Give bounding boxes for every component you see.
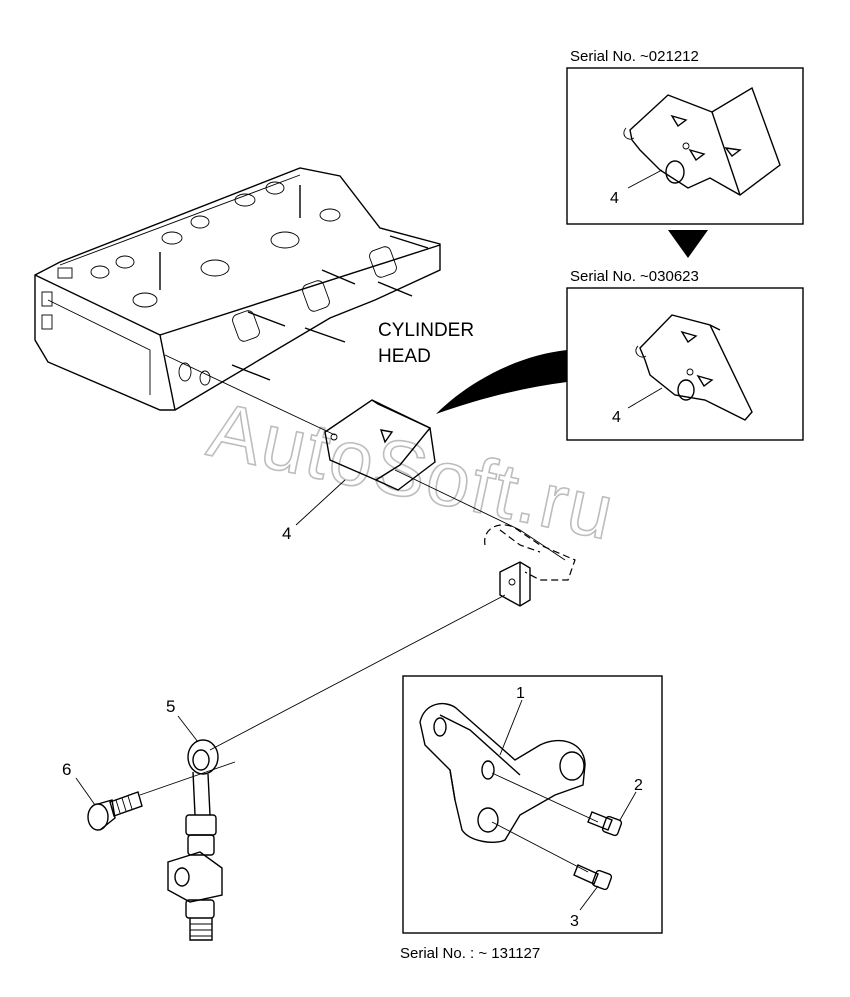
bolt-part-2 <box>491 772 623 837</box>
serial-label-bottom: Serial No. : ~ 131127 <box>400 945 540 962</box>
mounting-block <box>499 561 531 607</box>
callout-3-inset: 3 <box>570 885 599 930</box>
main-bracket-part-4 <box>324 399 436 491</box>
bolt-part-6 <box>87 761 236 831</box>
callout-4-middle-box: 4 <box>612 387 663 426</box>
inset-box-top <box>566 67 804 225</box>
svg-text:4: 4 <box>610 190 619 207</box>
svg-text:4: 4 <box>282 524 291 543</box>
serial-label-middle: Serial No. ~030623 <box>570 268 699 285</box>
assembly-line-head <box>164 354 336 436</box>
svg-text:3: 3 <box>570 913 579 930</box>
svg-text:1: 1 <box>516 685 525 702</box>
cylinder-head-drawing <box>34 167 441 411</box>
assembly-line-rod <box>209 594 506 751</box>
mounting-plate-phantom <box>484 524 576 581</box>
watermark: AutoSoft.ru <box>201 385 623 557</box>
svg-text:5: 5 <box>166 697 175 716</box>
bracket-variant-021212 <box>623 86 781 196</box>
curved-arrow-icon <box>436 350 567 414</box>
assembly-line-bracket <box>394 469 566 561</box>
rod-part-5 <box>167 739 223 941</box>
callout-6-bolt: 6 <box>62 760 96 806</box>
callout-4-main: 4 <box>282 479 346 543</box>
svg-text:2: 2 <box>634 777 643 794</box>
cylinder-head-label-line1: CYLINDER <box>378 320 474 341</box>
bolt-part-3 <box>491 821 613 891</box>
callout-2-inset: 2 <box>619 777 643 821</box>
svg-text:4: 4 <box>612 409 621 426</box>
bracket-variant-030623 <box>635 314 753 421</box>
cylinder-head-label-line2: HEAD <box>378 346 431 367</box>
serial-label-top: Serial No. ~021212 <box>570 48 699 65</box>
callout-5-rod: 5 <box>166 697 199 743</box>
callout-1-inset: 1 <box>499 685 525 756</box>
bracket-part-1 <box>419 702 586 843</box>
callout-4-top-box: 4 <box>610 169 663 207</box>
svg-text:6: 6 <box>62 760 71 779</box>
down-arrow-icon <box>668 230 708 258</box>
inset-box-bottom <box>402 675 663 934</box>
inset-box-middle <box>566 287 804 441</box>
